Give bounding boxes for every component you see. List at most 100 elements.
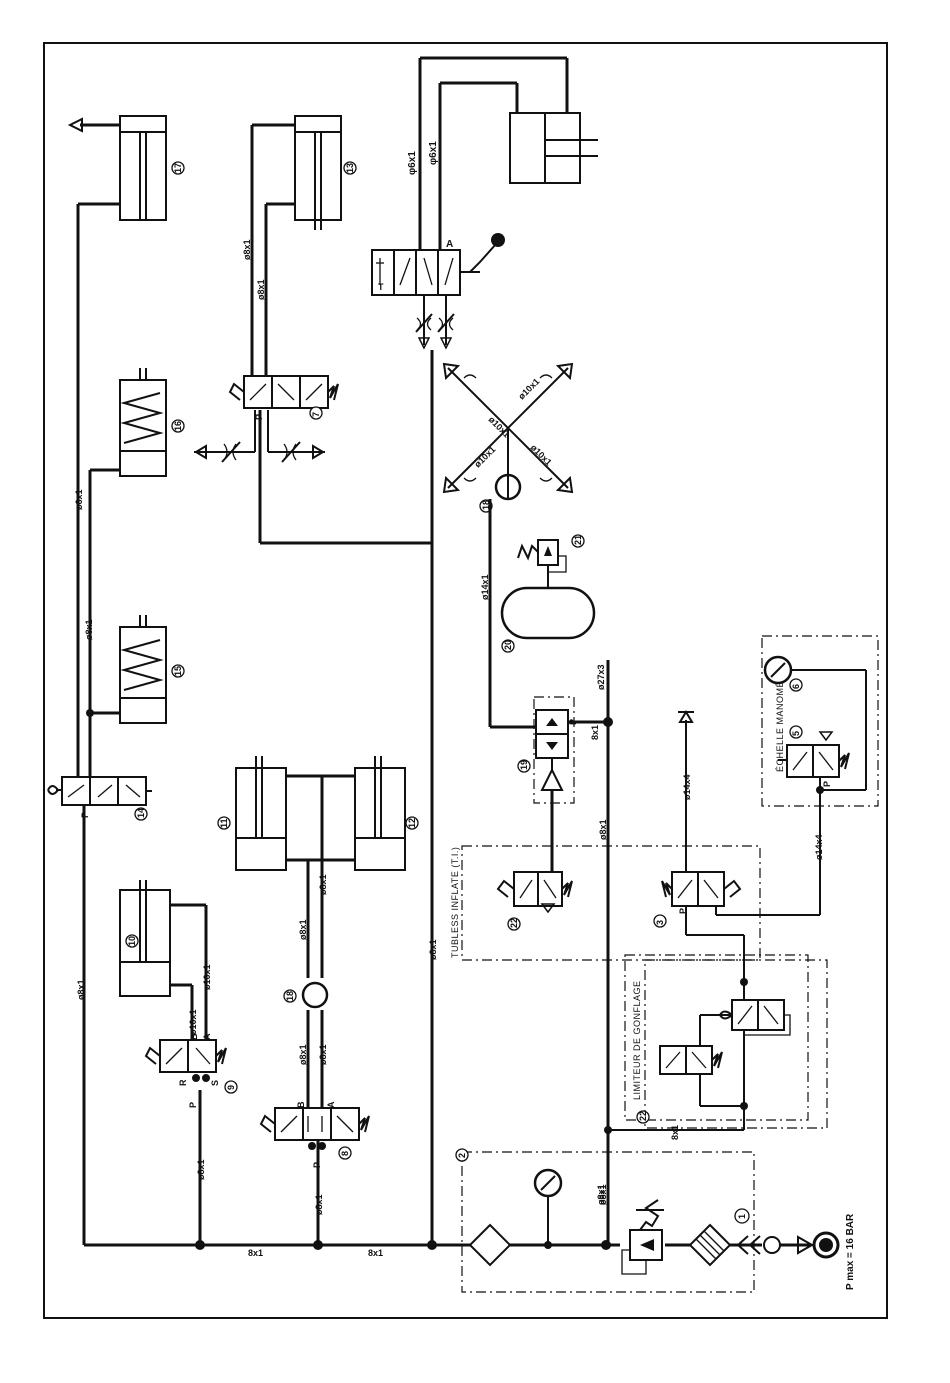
pipe-label: ø8x1 [596,1184,606,1205]
port-P: P [188,1102,198,1108]
inflation-limiter-group [624,954,809,1121]
pipe-label: φ6x1 [428,141,439,165]
pipe-label: φ6x1 [407,151,418,175]
pipe-label: ø8x1 [314,1194,324,1215]
pipe-label: ø8x1 [84,619,94,640]
filter-icon [688,1223,732,1267]
air-tank-20 [500,586,596,640]
pipe-label: ø8x1 [318,1044,328,1065]
pipe-label: ø10x1 [188,1009,198,1035]
port-P: P [80,812,90,818]
pipe-label: 8x1 [670,1125,680,1140]
pipe-label: ø8x1 [76,979,86,1000]
line-to-top-cylinder [418,56,569,250]
port-P: P [678,908,688,914]
pipe-label: ø8x1 [256,279,266,300]
valve-7 [228,375,339,409]
component-18: 18 [285,991,295,1001]
pipe-label: 8x1 [368,1248,383,1258]
valve-5 [778,731,850,794]
tank-line [488,499,536,729]
component-20: 20 [503,640,513,650]
pipe-label: ø14x1 [480,574,490,600]
port-A: A [446,239,453,250]
pipe-label: ø10x1 [472,444,497,469]
pipe-label: ø8x1 [428,939,438,960]
line-to-cylinder-13 [250,123,295,376]
relief-valve-21 [517,539,567,588]
port-B: B [189,1033,199,1040]
inflation-limiter-outer [644,959,828,1129]
valve-8 [259,1107,370,1150]
valve-3-lines [678,710,821,1130]
pipe-label: 8x1 [248,1248,263,1258]
component-11: 11 [219,818,229,828]
central-supply-line [258,350,434,1245]
component-10: 10 [127,936,137,946]
component-8: 8 [340,1151,350,1156]
component-21: 21 [573,535,583,545]
hand-lever-valve [371,233,505,296]
manometer-scale-label: ÉCHELLE MANOMÈTRE [775,661,785,772]
air-supply-inlet [736,1231,840,1259]
frame [43,42,888,1319]
component-18: 18 [481,500,491,510]
pressure-regulator-icon [621,1199,664,1275]
valve-19-group [533,696,575,804]
component-9: 9 [226,1085,236,1090]
inflation-limiter-label: LIMITEUR DE GONFLAGE [632,980,642,1100]
pipe-label: ø6x1 [74,489,84,510]
component-22: 22 [638,1111,648,1121]
component-6: 6 [791,684,801,689]
line-to-cylinders-15-16-17 [76,202,120,777]
valve-19 [535,709,569,791]
manometer-6 [763,655,867,791]
top-cylinder [509,112,598,184]
lubricator-icon [468,1223,512,1267]
pipe-label: ø14x4 [682,774,692,800]
component-1: 1 [737,1214,747,1219]
pipe-label: ø8x1 [318,874,328,895]
tubeless-inflate-label: TUBLESS INFLATE (T.I.) [450,847,460,958]
component-14: 14 [136,808,146,818]
cylinder-17 [67,115,167,221]
valve-3 [661,871,742,907]
port-A: A [202,1033,212,1040]
flow-regulator-18 [301,981,329,1009]
pipe-label: ø8x1 [598,819,608,840]
cylinder-13 [294,115,342,230]
valve-9 [144,1039,227,1082]
line-19-to-right [550,660,613,1245]
component-7: 7 [311,412,321,417]
inflation-outputs-x [442,362,574,501]
cylinder-16 [119,368,167,477]
valve-22-tubeless [496,871,573,914]
tubeless-inflate-group [461,845,761,961]
port-R: R [178,1079,188,1086]
port-S: S [210,1080,220,1086]
branch-to-valve-8 [286,774,355,1245]
exhaust-throttles-valve-7 [194,410,325,463]
supply-pressure-label: P max = 16 BAR [845,1213,856,1290]
pressure-gauge-icon [533,1168,563,1245]
port-T: T [378,282,384,292]
pipe-label: ø8x1 [298,919,308,940]
valve-14 [47,776,152,806]
pipe-label: ø27x3 [596,664,606,690]
component-17: 17 [173,163,183,173]
component-12: 12 [407,818,417,828]
component-2: 2 [457,1153,467,1158]
port-P: P [822,781,832,787]
pipe-label: ø14x4 [814,834,824,860]
component-16: 16 [173,421,183,431]
component-3: 3 [655,920,665,925]
pipe-label: ø8x1 [298,1044,308,1065]
manometer-scale-group [761,635,879,807]
component-13: 13 [345,163,355,173]
hand-valve-exhausts [415,295,455,350]
component-15: 15 [173,666,183,676]
pipe-label: ø8x1 [196,1159,206,1180]
port-A: A [326,1101,336,1108]
component-5: 5 [791,731,801,736]
branch-to-valve-9 [170,903,208,1245]
